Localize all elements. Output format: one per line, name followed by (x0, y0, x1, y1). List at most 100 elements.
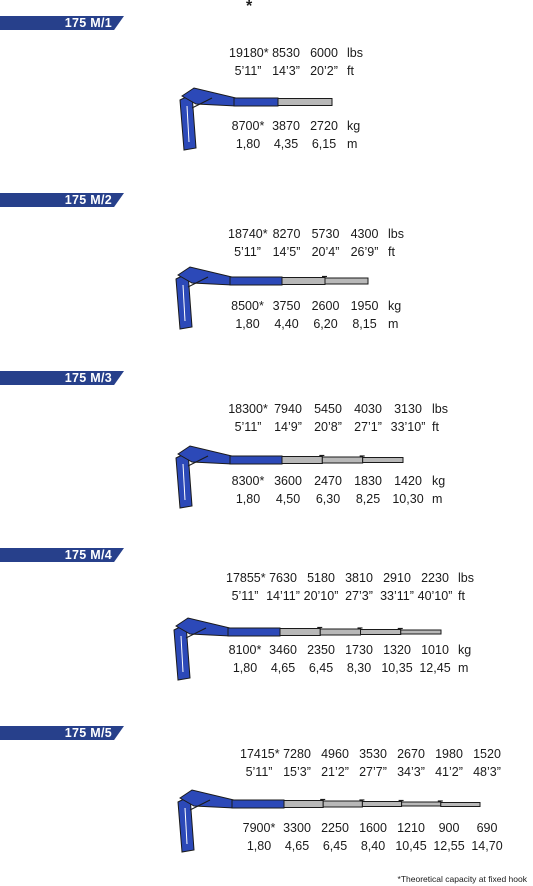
row-ft: 5’11”14’9”20’8”27’1”33’10”ft (228, 419, 462, 435)
ft-value: 20’8” (314, 420, 342, 434)
kg-value: 3300 (283, 821, 311, 835)
outer-boom (233, 97, 279, 107)
extension-section (360, 629, 402, 635)
extension-section (279, 628, 321, 636)
extension-section (401, 801, 442, 807)
extension-section (277, 98, 333, 106)
kg-value: 690 (476, 821, 498, 835)
m-value: 10,30 (392, 492, 424, 506)
m-value: 12,45 (419, 661, 451, 675)
lbs-value: 17415* (240, 747, 280, 761)
ft-value: 27’7” (359, 765, 387, 779)
ft-value: 5’11” (234, 245, 261, 259)
m-value: 1,80 (246, 839, 272, 853)
top-asterisk: * (246, 0, 253, 15)
m-value: 4,35 (273, 137, 299, 151)
ft-value: 14’11” (266, 589, 300, 603)
kg-value: 900 (438, 821, 460, 835)
ft-value: 27’3” (345, 589, 373, 603)
lbs-unit-label: lbs (458, 571, 474, 585)
footnote: *Theoretical capacity at fixed hook (397, 874, 527, 884)
kg-value: 1600 (359, 821, 387, 835)
ft-value: 27’1” (354, 420, 382, 434)
row-ft: 5’11”14’3”20’2”ft (229, 63, 377, 79)
extension-section (324, 277, 369, 285)
ft-value: 41’2” (435, 765, 463, 779)
kg-value: 1010 (421, 643, 449, 657)
boom-cylinder (191, 97, 213, 109)
kg-unit-label: kg (388, 299, 402, 313)
lbs-value: 8530 (272, 46, 300, 60)
column-cylinder (182, 284, 186, 322)
m-value: 6,30 (315, 492, 341, 506)
m-value: 8,30 (346, 661, 372, 675)
boom-cylinder (185, 627, 207, 639)
boom-cylinder (187, 455, 209, 467)
lbs-value: 5730 (311, 227, 340, 241)
ft-value: 5’11” (231, 589, 259, 603)
kg-unit-label: kg (458, 643, 472, 657)
model-tag: 175 M/1 (0, 16, 124, 30)
model-tag: 175 M/4 (0, 548, 124, 562)
row-ft: 5’11”14’5”20’4”26’9”ft (228, 244, 418, 260)
ft-unit-label: ft (388, 245, 395, 259)
kg-value: 1210 (397, 821, 425, 835)
ft-unit-label: ft (458, 589, 465, 603)
column-cylinder (184, 807, 188, 845)
m-value: 8,25 (355, 492, 381, 506)
extension-section (283, 800, 324, 808)
ft-value: 34’3” (397, 765, 425, 779)
lbs-value: 7940 (274, 402, 302, 416)
kg-value: 3600 (274, 474, 302, 488)
column-cylinder (186, 105, 190, 143)
lbs-value: 19180* (229, 46, 269, 60)
kg-value: 8100* (228, 643, 262, 657)
lbs-unit-label: lbs (347, 46, 363, 60)
lbs-value: 3810 (345, 571, 373, 585)
model-name: 175 M/4 (64, 548, 112, 562)
kg-value: 3870 (272, 119, 300, 133)
m-value: 8,40 (360, 839, 386, 853)
row-ft: 5’11”14’11”20’10”27’3”33’11”40’10”ft (226, 588, 486, 604)
outer-boom (227, 627, 281, 637)
m-value: 1,80 (235, 492, 261, 506)
outer-boom (229, 455, 283, 465)
lbs-value: 18300* (228, 402, 268, 416)
m-value: 1,80 (235, 137, 261, 151)
ft-value: 14’9” (274, 420, 302, 434)
extension-section (440, 802, 481, 807)
crane-diagram (175, 445, 404, 509)
m-value: 14,70 (471, 839, 503, 853)
model-tag: 175 M/2 (0, 193, 124, 207)
model-name: 175 M/5 (64, 726, 112, 740)
lbs-value: 18740* (228, 227, 268, 241)
kg-value: 8300* (231, 474, 265, 488)
crane-diagram (179, 87, 333, 151)
extension-section (281, 277, 326, 285)
ft-value: 5’11” (245, 765, 273, 779)
kg-value: 2720 (310, 119, 338, 133)
ft-value: 40’10” (417, 589, 453, 603)
ft-value: 20’2” (310, 64, 338, 78)
lbs-value: 7630 (269, 571, 297, 585)
ft-value: 20’10” (303, 589, 339, 603)
ft-value: 48’3” (473, 765, 501, 779)
m-value: 1,80 (232, 661, 258, 675)
lbs-value: 5450 (314, 402, 342, 416)
model-tag: 175 M/3 (0, 371, 124, 385)
kg-value: 1420 (394, 474, 422, 488)
kg-value: 2470 (314, 474, 342, 488)
extension-section (362, 457, 404, 463)
extension-section (321, 456, 364, 464)
lbs-value: 6000 (310, 46, 338, 60)
crane-diagram (173, 617, 442, 681)
kg-value: 2600 (311, 299, 340, 313)
kg-value: 2250 (321, 821, 349, 835)
